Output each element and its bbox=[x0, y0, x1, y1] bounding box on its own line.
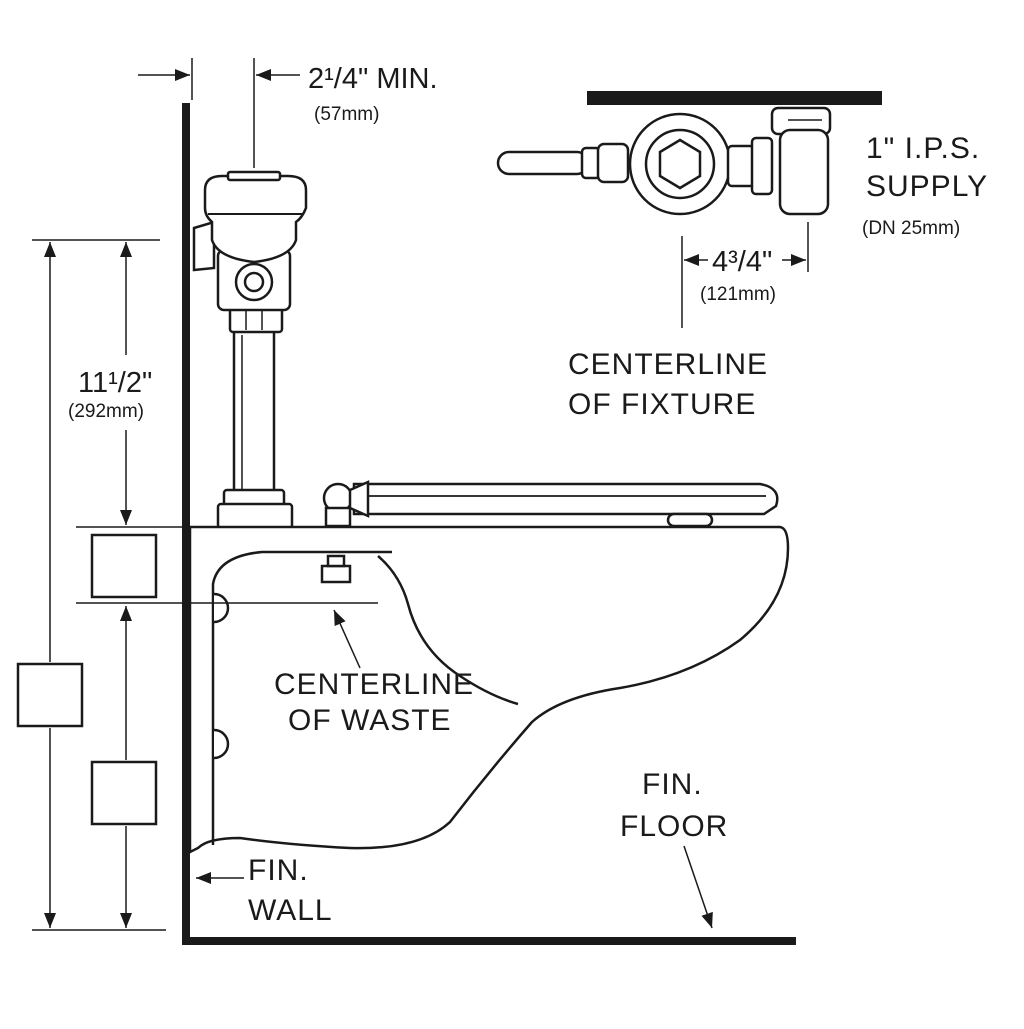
rough-in-box-2 bbox=[16, 662, 84, 728]
centerline-waste-line1: CENTERLINE bbox=[274, 668, 474, 701]
wall-offset-metric: (57mm) bbox=[314, 104, 379, 125]
dimension-lines bbox=[32, 58, 809, 931]
toilet-bowl bbox=[188, 525, 790, 855]
fin-floor-line2: FLOOR bbox=[620, 810, 728, 843]
fin-floor-line1: FIN. bbox=[642, 768, 703, 801]
spud-offset-dimension: 4³/4" bbox=[712, 246, 772, 278]
fin-wall-line1: FIN. bbox=[248, 854, 309, 887]
top-view-valve bbox=[496, 106, 832, 216]
supply-label-line2: SUPPLY bbox=[866, 170, 988, 203]
toilet-seat bbox=[322, 480, 779, 528]
height-metric: (292mm) bbox=[68, 401, 144, 422]
flush-valve bbox=[192, 170, 308, 530]
centerline-waste-line2: OF WASTE bbox=[288, 704, 452, 737]
centerline-fixture-line1: CENTERLINE bbox=[568, 348, 768, 381]
supply-label-line3: (DN 25mm) bbox=[862, 218, 960, 239]
spud-offset-metric: (121mm) bbox=[700, 284, 776, 305]
bowl-outline bbox=[188, 525, 790, 855]
rough-in-box-1 bbox=[90, 533, 158, 599]
fin-wall-line2: WALL bbox=[248, 894, 333, 927]
rough-in-box-3 bbox=[90, 760, 158, 826]
centerline-fixture-line2: OF FIXTURE bbox=[568, 388, 756, 421]
supply-label-line1: 1" I.P.S. bbox=[866, 132, 980, 165]
height-dimension: 11¹/2" bbox=[78, 367, 152, 399]
wall-offset-dimension: 2¹/4" MIN. bbox=[308, 63, 438, 95]
